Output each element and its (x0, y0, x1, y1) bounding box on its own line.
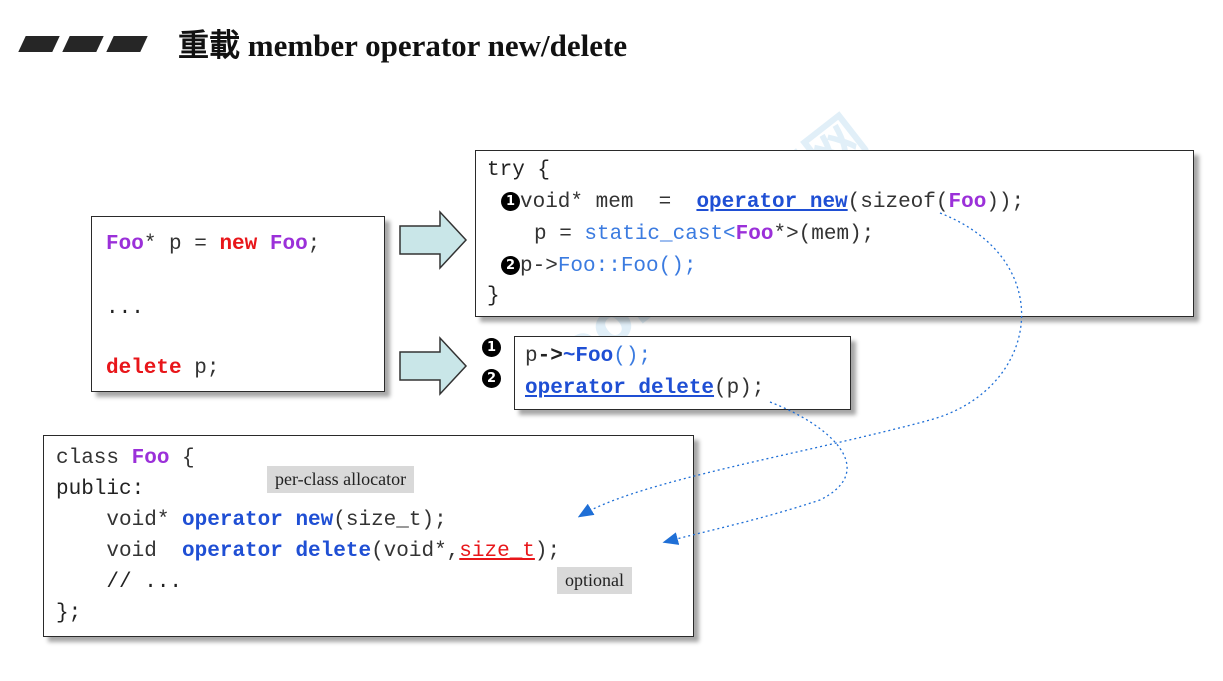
comment-line: // ... (56, 571, 183, 594)
operator-delete-call: operator delete (525, 377, 715, 400)
operator-new-call: operator new (696, 191, 848, 214)
try-close-line: } (487, 285, 500, 308)
class-close-line: }; (56, 602, 82, 625)
destructor-line: p->~Foo(); (525, 345, 652, 368)
try-open-line: try { (487, 159, 551, 182)
deallocate-line: operator delete(p); (525, 377, 765, 400)
class-decl-line: class Foo { (56, 447, 195, 470)
client-ellipsis-line: ... (106, 297, 144, 320)
client-new-line: Foo* p = new Foo; (106, 233, 321, 256)
step-1-badge: 1 (501, 191, 520, 211)
client-delete-line: delete p; (106, 357, 220, 380)
new-expansion-arrow (399, 210, 468, 270)
delete-expansion-arrow (399, 336, 468, 396)
delete-expansion-box: p->~Foo(); operator delete(p); (514, 336, 851, 410)
optional-label: optional (557, 567, 632, 594)
member-operator-delete-line: void operator delete(void*,size_t); (56, 540, 561, 563)
delete-step-2-badge: 2 (482, 369, 501, 388)
delete-step-1-badge: 1 (482, 338, 501, 357)
optional-size-param: size_t (459, 540, 535, 563)
step-2-badge: 2 (501, 255, 520, 275)
client-code-box: Foo* p = new Foo; ... delete p; (91, 216, 385, 392)
member-operator-new-line: void* operator new(size_t); (56, 509, 447, 532)
public-line: public: (56, 478, 145, 501)
cast-line: p = static_cast<Foo*>(mem); (534, 223, 875, 246)
page-title: 重載 member operator new/delete (178, 28, 628, 63)
per-class-allocator-label: per-class allocator (267, 466, 415, 493)
